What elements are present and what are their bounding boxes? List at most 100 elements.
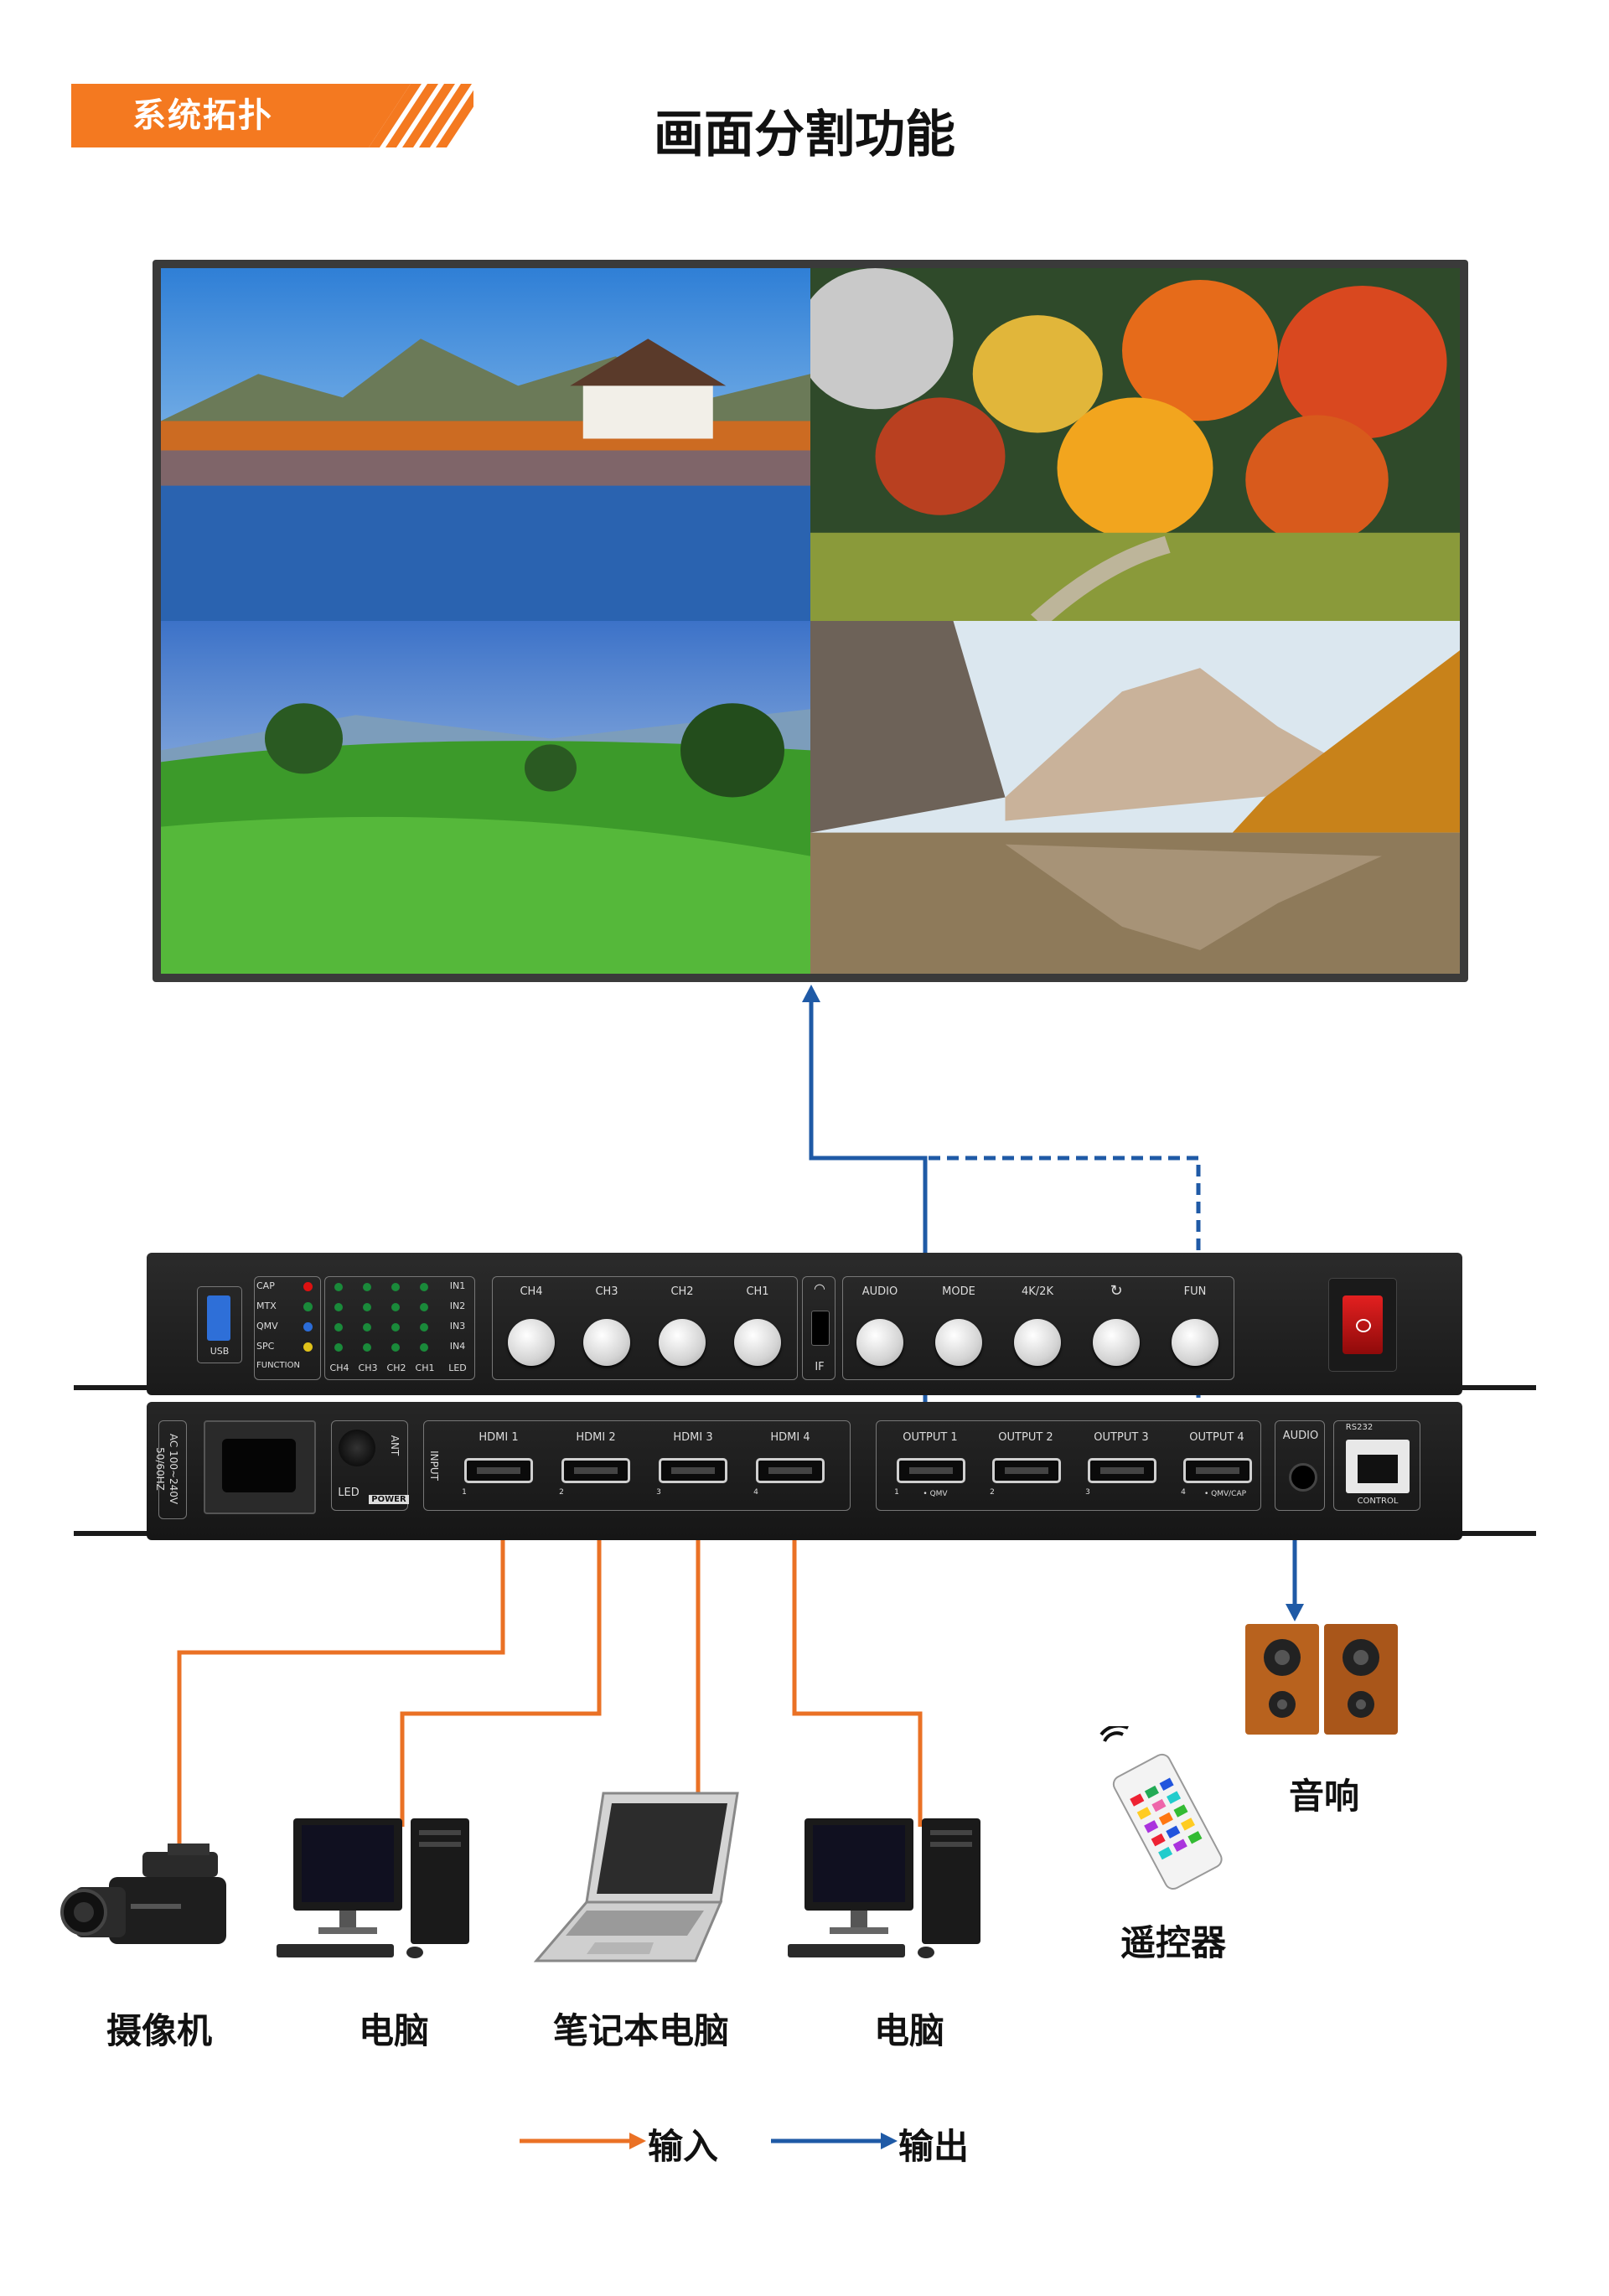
resolution-button-label: 4K/2K <box>1022 1285 1053 1298</box>
hdmi4-label: HDMI 4 <box>770 1431 810 1444</box>
grid-row-in1: IN1 <box>449 1280 466 1291</box>
output2-label: OUTPUT 2 <box>998 1431 1053 1444</box>
input-label: INPUT <box>428 1451 440 1481</box>
output3-port[interactable] <box>1088 1458 1156 1483</box>
rj45-port[interactable] <box>1346 1440 1410 1493</box>
display-monitor <box>153 260 1468 982</box>
antenna-knob[interactable] <box>339 1430 375 1466</box>
ch2-label: CH2 <box>670 1285 694 1298</box>
hdmi1-num: 1 <box>462 1488 467 1497</box>
mode-button[interactable] <box>935 1319 982 1366</box>
power-switch-frame <box>1328 1278 1397 1372</box>
ch2-button[interactable] <box>659 1319 706 1366</box>
desktop-pc-icon-2 <box>788 1818 980 1958</box>
antenna-led-box: ANT LED POWER <box>331 1420 409 1511</box>
rs232-box: RS232 CONTROL <box>1333 1420 1420 1511</box>
ch1-label: CH1 <box>746 1285 769 1298</box>
fun-button[interactable] <box>1172 1319 1218 1366</box>
output2-num: 2 <box>990 1488 995 1497</box>
input-lines <box>177 1496 923 1852</box>
ir-sensor <box>811 1311 830 1346</box>
hdmi2-label: HDMI 2 <box>576 1431 616 1444</box>
split-pane-2 <box>810 268 1460 621</box>
pc1-caption: 电脑 <box>358 2010 429 2051</box>
speaker-caption: 音响 <box>1288 1776 1359 1817</box>
grid-col-ch4: CH4 <box>329 1363 349 1373</box>
output1-label: OUTPUT 1 <box>903 1431 958 1444</box>
usb-port-frame: USB <box>197 1286 242 1363</box>
power-switch-icon <box>1356 1319 1371 1332</box>
desktop-pc-icon <box>277 1818 469 1958</box>
grid-col-led: LED <box>448 1363 467 1373</box>
grid-row-in4: IN4 <box>449 1341 466 1352</box>
audio-out-box: AUDIO <box>1275 1420 1325 1511</box>
hdmi4-port[interactable] <box>756 1458 825 1483</box>
indicator-qmv-led <box>303 1322 313 1332</box>
audio-jack[interactable] <box>1289 1463 1317 1492</box>
hdmi2-port[interactable] <box>561 1458 630 1483</box>
remote-control-icon <box>1099 1726 1223 1890</box>
page-title: 画面分割功能 <box>654 106 955 164</box>
audio-button-label: AUDIO <box>861 1285 898 1298</box>
led-label: LED <box>338 1487 360 1499</box>
control-label: CONTROL <box>1357 1497 1399 1506</box>
grid-col-ch2: CH2 <box>386 1363 406 1373</box>
ch4-label: CH4 <box>520 1285 543 1298</box>
grid-col-ch1: CH1 <box>415 1363 435 1373</box>
indicator-spc-label: SPC <box>256 1341 275 1352</box>
indicator-cap-led <box>303 1282 313 1291</box>
hdmi1-port[interactable] <box>464 1458 533 1483</box>
grid-col-ch3: CH3 <box>358 1363 378 1373</box>
section-badge-label: 系统拓扑 <box>132 96 273 135</box>
output1-num: 1 <box>894 1488 899 1497</box>
refresh-icon: ↻ <box>1110 1282 1123 1300</box>
power-switch[interactable] <box>1343 1295 1383 1354</box>
laptop-caption: 笔记本电脑 <box>552 2010 729 2051</box>
ir-receiver-panel: ◠ IF <box>802 1276 836 1380</box>
output3-num: 3 <box>1085 1488 1090 1497</box>
indicator-mtx-led <box>303 1302 313 1311</box>
hdmi2-num: 2 <box>559 1488 564 1497</box>
input-panel: INPUT HDMI 1 1 HDMI 2 2 HDMI 3 3 HDMI 4 … <box>423 1420 851 1511</box>
audio-out-label: AUDIO <box>1282 1430 1319 1442</box>
wifi-icon: ◠ <box>814 1280 825 1296</box>
power-spec-frequency: 50/60HZ <box>154 1447 166 1491</box>
hdmi3-num: 3 <box>656 1488 661 1497</box>
hdmi3-port[interactable] <box>659 1458 727 1483</box>
refresh-button[interactable] <box>1093 1319 1140 1366</box>
split-pane-4 <box>810 621 1460 974</box>
indicator-spc-led <box>303 1342 313 1352</box>
indicator-cap-label: CAP <box>256 1280 275 1291</box>
usb-icon <box>207 1295 230 1341</box>
rs232-label: RS232 <box>1345 1423 1374 1432</box>
output3-label: OUTPUT 3 <box>1094 1431 1149 1444</box>
led-grid <box>334 1283 428 1352</box>
split-screen <box>161 268 1460 974</box>
output2-port[interactable] <box>992 1458 1061 1483</box>
ch3-button[interactable] <box>583 1319 630 1366</box>
indicator-qmv-label: QMV <box>256 1321 278 1332</box>
output1-port[interactable] <box>897 1458 965 1483</box>
grid-row-in2: IN2 <box>449 1301 466 1311</box>
section-badge <box>71 84 473 147</box>
ir-label: IF <box>815 1361 825 1373</box>
ch1-button[interactable] <box>734 1319 781 1366</box>
output4-label: OUTPUT 4 <box>1189 1431 1244 1444</box>
hdmi4-num: 4 <box>753 1488 758 1497</box>
video-camera-icon <box>60 1844 226 1944</box>
hdmi3-label: HDMI 3 <box>673 1431 713 1444</box>
audio-button[interactable] <box>856 1319 903 1366</box>
legend-output-arrow <box>771 2133 898 2149</box>
function-button-panel: AUDIO MODE 4K/2K ↻ FUN <box>842 1276 1234 1380</box>
ch3-label: CH3 <box>595 1285 618 1298</box>
output4-port[interactable] <box>1183 1458 1252 1483</box>
ant-label: ANT <box>389 1435 401 1456</box>
ch4-button[interactable] <box>508 1319 555 1366</box>
mode-button-label: MODE <box>942 1285 975 1298</box>
resolution-button[interactable] <box>1014 1319 1061 1366</box>
hdmi1-label: HDMI 1 <box>479 1431 519 1444</box>
ac-socket <box>222 1439 296 1492</box>
output-panel: OUTPUT 1 1 • QMV OUTPUT 2 2 OUTPUT 3 3 O… <box>876 1420 1261 1511</box>
ac-power-inlet[interactable] <box>204 1420 316 1514</box>
split-pane-1 <box>161 268 810 621</box>
